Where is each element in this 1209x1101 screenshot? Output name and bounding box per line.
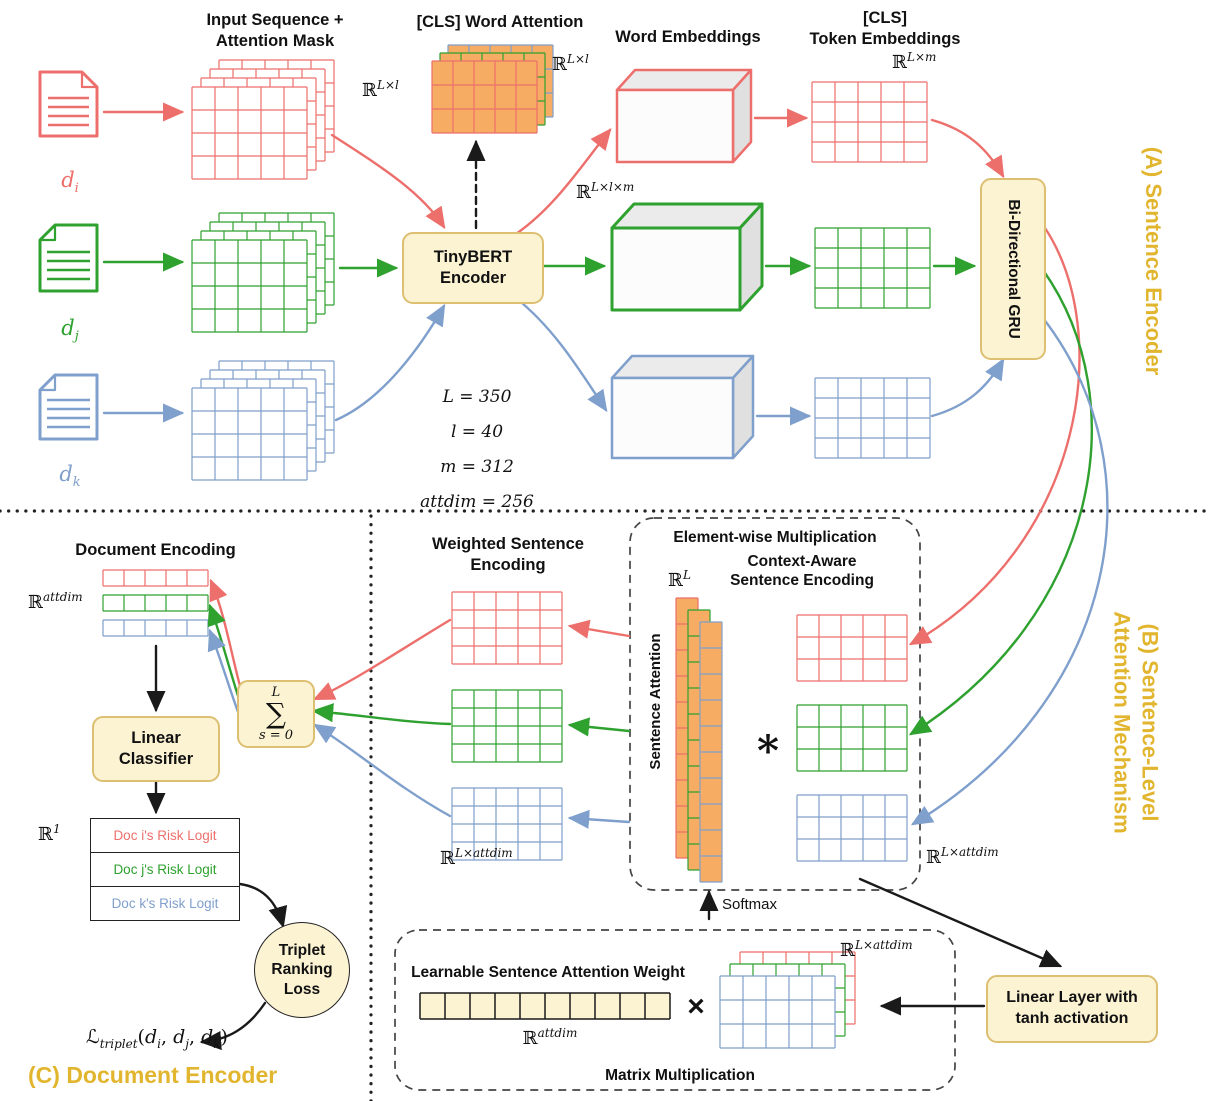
doc-label-di: di	[61, 168, 79, 197]
doc-label-dk: dk	[59, 462, 81, 491]
summation-box: L ∑ s = 0	[237, 680, 315, 748]
dim-weighted-sentence: ℝL×attdim	[440, 846, 513, 869]
elementwise-multiplication-box	[629, 517, 921, 891]
sentence-attention-columns	[675, 597, 723, 883]
word-embedding-cuboid-red	[615, 68, 753, 164]
document-encoding-vectors	[102, 569, 209, 637]
elementwise-star: ∗	[753, 718, 783, 767]
document-icon-blue	[38, 373, 99, 441]
word-embeddings-title: Word Embeddings	[615, 28, 761, 46]
word-embedding-cuboid-blue	[610, 354, 755, 460]
document-icon-green	[38, 223, 99, 293]
softmax-label: Softmax	[722, 896, 778, 913]
arrows-section-b	[311, 618, 1063, 1016]
section-a-label: (A) Sentence Encoder	[1141, 146, 1166, 376]
dim-document-encoding: ℝattdim	[28, 590, 83, 613]
triplet-loss-formula: ℒtriplet(di, dj, dk)	[86, 1026, 228, 1051]
cls-token-grid-blue	[814, 377, 931, 459]
weighted-sentence-grids	[451, 591, 563, 861]
document-encoding-title: Document Encoding	[75, 541, 236, 559]
cls-token-grid-red	[811, 81, 928, 163]
hyperparameters: L = 350 l = 40 m = 312 attdim = 256	[420, 387, 534, 512]
triplet-ranking-loss-circle: Triplet Ranking Loss	[254, 922, 350, 1018]
dim-sentence-attention: ℝL	[668, 568, 691, 591]
doc-label-dj: dj	[61, 316, 79, 345]
section-c-label: (C) Document Encoder	[28, 1062, 278, 1088]
dim-input-sequence: ℝL×l	[362, 78, 399, 101]
document-icon-red	[38, 70, 99, 138]
matrix-multiplication-title: Matrix Multiplication	[605, 1067, 755, 1084]
dim-cls-token-embeddings: ℝL×m	[892, 50, 937, 73]
cls-token-grid-green	[814, 227, 931, 309]
risk-logit-row-k: Doc k's Risk Logit	[91, 886, 239, 920]
dim-word-embeddings: ℝL×l×m	[576, 180, 635, 203]
cls-word-attention-title: [CLS] Word Attention	[416, 13, 584, 31]
risk-logit-row-j: Doc j's Risk Logit	[91, 852, 239, 886]
risk-logit-row-i: Doc i's Risk Logit	[113, 828, 217, 843]
input-sequence-title: Input Sequence +Attention Mask	[206, 11, 344, 50]
input-grid-stack-red	[191, 59, 335, 180]
bidirectional-gru-box: Bi-Directional GRU	[980, 178, 1046, 360]
dim-context-aware: ℝL×attdim	[926, 845, 999, 868]
dim-matmul-grids: ℝL×attdim	[840, 938, 913, 961]
matmul-grid-stack	[719, 951, 856, 1049]
risk-logit-table: Doc i's Risk Logit Doc j's Risk Logit Do…	[90, 818, 240, 921]
learnable-attention-weight-title: Learnable Sentence Attention Weight	[411, 964, 685, 981]
cls-token-embeddings-title: [CLS]Token Embeddings	[809, 9, 961, 48]
input-grid-stack-blue	[191, 360, 335, 481]
arrows-section-a	[102, 102, 1005, 426]
matmul-times: ×	[687, 990, 705, 1023]
arrows-gru-to-attention	[908, 223, 1109, 826]
dim-cls-word-attention: ℝL×l	[552, 52, 589, 75]
elementwise-multiplication-title: Element-wise Multiplication	[673, 529, 877, 546]
word-embedding-cuboid-green	[610, 202, 764, 312]
matrix-multiplication-box	[394, 929, 956, 1091]
sentence-attention-label: Sentence Attention	[647, 633, 664, 770]
context-aware-grids	[796, 614, 908, 862]
input-grid-stack-green	[191, 212, 335, 333]
dim-learnable-weight: ℝattdim	[522, 1026, 578, 1049]
dim-logit: ℝ1	[38, 822, 61, 845]
section-separators	[0, 509, 1209, 1101]
arrows-section-c	[146, 578, 288, 1051]
cls-word-attention-stack	[431, 44, 554, 134]
learnable-attention-weight-vector	[419, 992, 671, 1020]
